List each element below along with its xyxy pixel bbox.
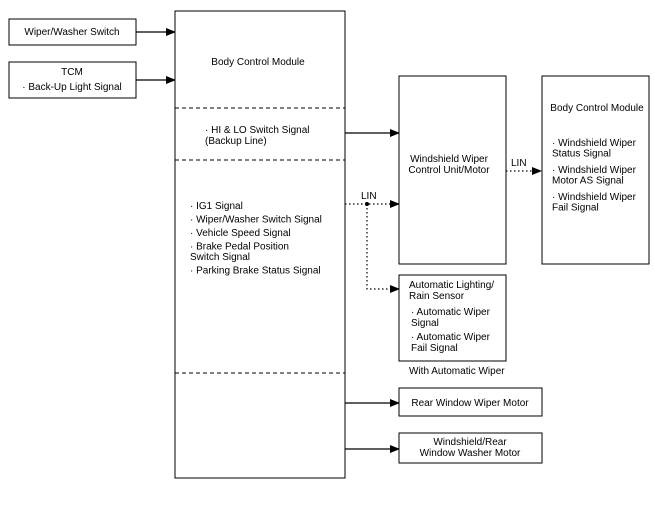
- text-line: · Vehicle Speed Signal: [190, 228, 291, 239]
- text-line: Control Unit/Motor: [408, 165, 490, 176]
- tcm-signal: · Back-Up Light Signal: [22, 82, 122, 93]
- bcm-left-box: [174, 10, 346, 479]
- text-line: · Automatic Wiper: [411, 332, 491, 343]
- rear-wiper-motor-label: Rear Window Wiper Motor: [411, 398, 529, 409]
- text-line: Window Washer Motor: [420, 448, 521, 459]
- rain-sensor-block: Automatic Lighting/Rain Sensor · Automat…: [398, 274, 507, 377]
- rain-sensor-box: [398, 274, 507, 362]
- text-line: · Wiper/Washer Switch Signal: [190, 215, 322, 226]
- text-line: · HI & LO Switch Signal: [205, 125, 309, 136]
- rear-wiper-motor-box: [398, 387, 543, 417]
- wiper-washer-switch-block: Wiper/Washer Switch: [8, 18, 137, 46]
- text-line: Status Signal: [552, 149, 611, 160]
- tcm-box: [8, 61, 137, 99]
- text-line: Switch Signal: [190, 252, 250, 263]
- text-line: Fail Signal: [552, 203, 599, 214]
- text-line: Motor AS Signal: [552, 176, 624, 187]
- text-line: (Backup Line): [205, 136, 267, 147]
- bcm-right-box: [541, 75, 650, 265]
- bcm-signal-item: · Parking Brake Status Signal: [190, 266, 321, 277]
- tcm-block: TCM · Back-Up Light Signal: [8, 61, 137, 99]
- bcm-signal-item: · Wiper/Washer Switch Signal: [190, 215, 322, 226]
- bcm-signal-list: · IG1 Signal · Wiper/Washer Switch Signal…: [190, 201, 322, 277]
- rain-sensor-title: Automatic Lighting/Rain Sensor: [409, 280, 494, 302]
- text-line: · Windshield Wiper: [552, 192, 637, 203]
- bcm-signal-item: · IG1 Signal: [190, 201, 243, 212]
- text-line: · Windshield Wiper: [552, 165, 637, 176]
- text-line: Fail Signal: [411, 343, 458, 354]
- lin-label-right: LIN: [511, 158, 527, 169]
- rear-wiper-motor-block: Rear Window Wiper Motor: [398, 387, 543, 417]
- wiper-control-unit-box: [398, 75, 507, 265]
- text-line: Windshield/Rear: [433, 437, 507, 448]
- text-line: · Automatic Wiper: [411, 307, 491, 318]
- bcm-left-title: Body Control Module: [211, 57, 305, 68]
- hi-lo-switch-signal-text: · HI & LO Switch Signal(Backup Line): [205, 125, 309, 147]
- text-line: Rain Sensor: [409, 291, 465, 302]
- bcm-right-title: Body Control Module: [550, 103, 644, 114]
- with-automatic-wiper-caption: With Automatic Wiper: [409, 366, 505, 377]
- text-line: · Brake Pedal Position: [190, 242, 289, 253]
- text-line: · Parking Brake Status Signal: [190, 266, 321, 277]
- text-line: Windshield Wiper: [410, 154, 488, 165]
- bcm-left-block: Body Control Module · HI & LO Switch Sig…: [174, 10, 346, 479]
- text-line: Signal: [411, 318, 439, 329]
- tcm-title: TCM: [61, 67, 83, 78]
- text-line: Automatic Lighting/: [409, 280, 494, 291]
- bcm-signal-item: · Vehicle Speed Signal: [190, 228, 291, 239]
- lin-label-bcm: LIN: [361, 191, 377, 202]
- text-line: · IG1 Signal: [190, 201, 243, 212]
- wiper-washer-switch-label: Wiper/Washer Switch: [24, 27, 119, 38]
- text-line: · Windshield Wiper: [552, 138, 637, 149]
- lin-to-rain-sensor: [366, 204, 400, 293]
- wiper-washer-switch-box: [8, 18, 137, 46]
- bcm-hi-lo-signal: · HI & LO Switch Signal(Backup Line): [205, 125, 309, 147]
- washer-motor-box: [398, 432, 543, 464]
